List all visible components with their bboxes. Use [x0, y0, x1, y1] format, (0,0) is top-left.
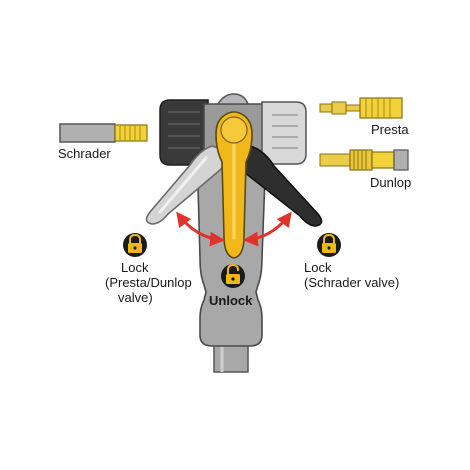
- schrader-valve: [59, 123, 148, 143]
- presta-label: Presta: [371, 122, 409, 137]
- presta-valve: [319, 97, 403, 119]
- unlock-label: Unlock: [209, 293, 253, 308]
- padlock-closed-icon: [123, 233, 147, 257]
- schrader-label: Schrader: [58, 146, 111, 161]
- lock-left-label-line1: Lock: [121, 260, 149, 275]
- lock-right-label-line2: (Schrader valve): [304, 275, 400, 290]
- dunlop-label: Dunlop: [370, 175, 412, 190]
- arrow-to-left-lock: [176, 211, 225, 247]
- lock-left-label-line2: (Presta/Dunlop: [105, 275, 192, 290]
- lock-right-label-line1: Lock: [304, 260, 332, 275]
- lock-left-label-line3: valve): [118, 290, 153, 305]
- padlock-closed-icon: [317, 233, 341, 257]
- dunlop-valve: [319, 149, 409, 171]
- padlock-open-icon: [221, 263, 245, 288]
- arrow-to-right-lock: [243, 211, 292, 247]
